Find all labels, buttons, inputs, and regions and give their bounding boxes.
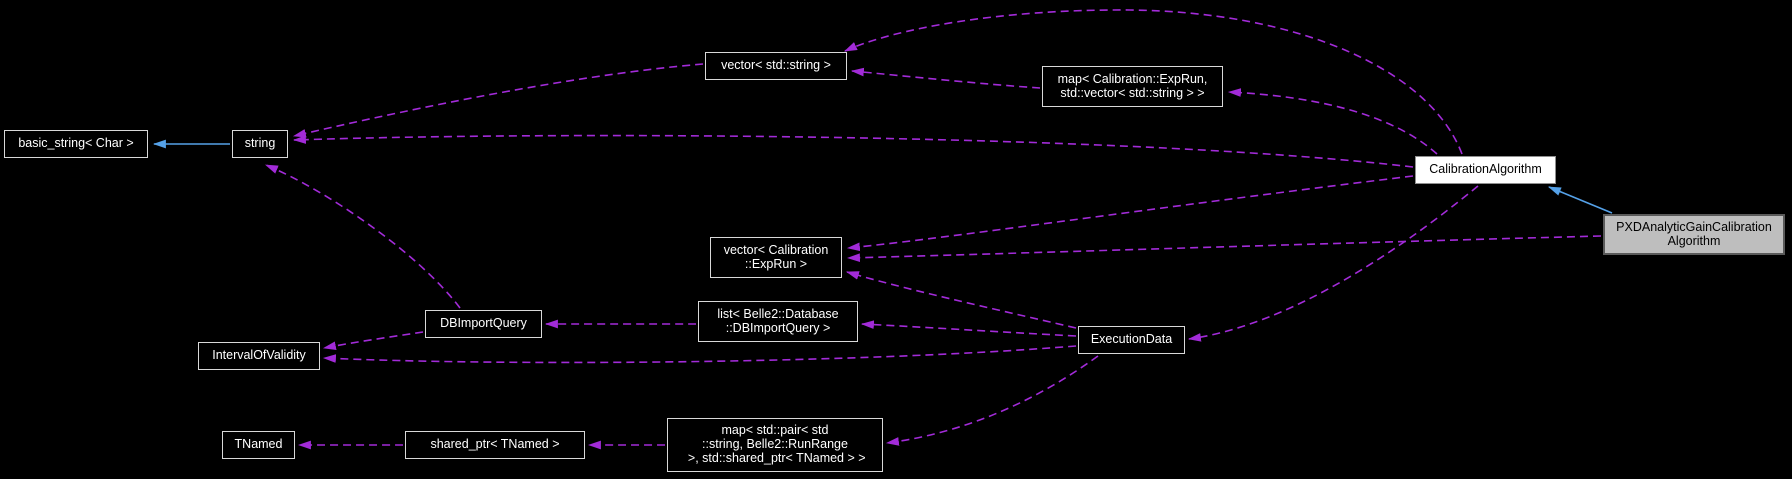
node-label: TNamed: [234, 437, 283, 452]
node-basic-string[interactable]: basic_string< Char >: [4, 130, 148, 158]
node-label: ::DBImportQuery >: [725, 320, 831, 335]
node-string[interactable]: string: [232, 130, 288, 158]
node-label: CalibrationAlgorithm: [1429, 162, 1542, 177]
node-label: ::string, Belle2::RunRange: [702, 437, 848, 452]
node-label: vector< Calibration: [723, 242, 829, 257]
edge-execution-data-to-map-pair: [885, 355, 1099, 446]
node-label: PXDAnalyticGainCalibration: [1616, 219, 1772, 234]
edge-dbimportquery-to-interval-of-validity: [322, 331, 424, 350]
edge-execution-data-to-list-dbimportquery: [860, 320, 1077, 337]
edge-pxd-to-calibration-algorithm: [1547, 186, 1613, 214]
node-label: >, std::shared_ptr< TNamed > >: [684, 450, 866, 465]
node-label: list< Belle2::Database: [717, 306, 839, 321]
edge-calibration-algorithm-to-execution-data: [1187, 185, 1479, 342]
node-label: vector< std::string >: [721, 58, 831, 73]
edge-calibration-algorithm-to-map-expruns: [1227, 88, 1438, 155]
edge-calibration-algorithm-to-string: [292, 134, 1414, 168]
edge-dbimportquery-to-string: [265, 164, 461, 309]
node-dbimportquery[interactable]: DBImportQuery: [425, 310, 542, 338]
node-vector-calibration-exprun[interactable]: vector< Calibration::ExpRun >: [710, 237, 842, 278]
node-list-dbimportquery[interactable]: list< Belle2::Database::DBImportQuery >: [698, 301, 858, 342]
node-label: Algorithm: [1667, 233, 1721, 248]
node-interval-of-validity[interactable]: IntervalOfValidity: [198, 342, 320, 370]
node-map-expruns-vector-string[interactable]: map< Calibration::ExpRun,std::vector< st…: [1042, 66, 1223, 107]
node-label: DBImportQuery: [440, 316, 527, 331]
edge-calibration-algorithm-to-vector-std-string: [844, 9, 1463, 155]
node-vector-std-string[interactable]: vector< std::string >: [705, 52, 847, 80]
node-label: ::ExpRun >: [744, 256, 808, 271]
node-label: map< std::pair< std: [721, 423, 829, 438]
node-tnamed[interactable]: TNamed: [222, 431, 295, 459]
edge-pxd-to-vector-exprun: [846, 235, 1602, 263]
node-label: string: [244, 136, 276, 151]
node-calibration-algorithm[interactable]: CalibrationAlgorithm: [1415, 156, 1556, 184]
node-label: shared_ptr< TNamed >: [430, 437, 560, 452]
edge-execution-data-to-interval-of-validity: [322, 345, 1077, 364]
node-label: IntervalOfValidity: [212, 348, 306, 363]
edge-execution-data-to-vector-exprun: [845, 271, 1077, 329]
node-label: std::vector< std::string > >: [1060, 85, 1205, 100]
edge-calibration-algorithm-to-vector-exprun: [846, 175, 1414, 252]
node-label: map< Calibration::ExpRun,: [1057, 71, 1208, 86]
edge-vector-std-string-to-string: [292, 63, 704, 138]
node-execution-data[interactable]: ExecutionData: [1078, 326, 1185, 354]
node-map-pair-runrange-shared-ptr[interactable]: map< std::pair< std::string, Belle2::Run…: [667, 418, 883, 472]
node-shared-ptr-tnamed[interactable]: shared_ptr< TNamed >: [405, 431, 585, 459]
node-label: ExecutionData: [1090, 332, 1173, 347]
node-label: basic_string< Char >: [18, 136, 134, 151]
edge-map-expruns-to-vector-std-string: [850, 67, 1041, 89]
